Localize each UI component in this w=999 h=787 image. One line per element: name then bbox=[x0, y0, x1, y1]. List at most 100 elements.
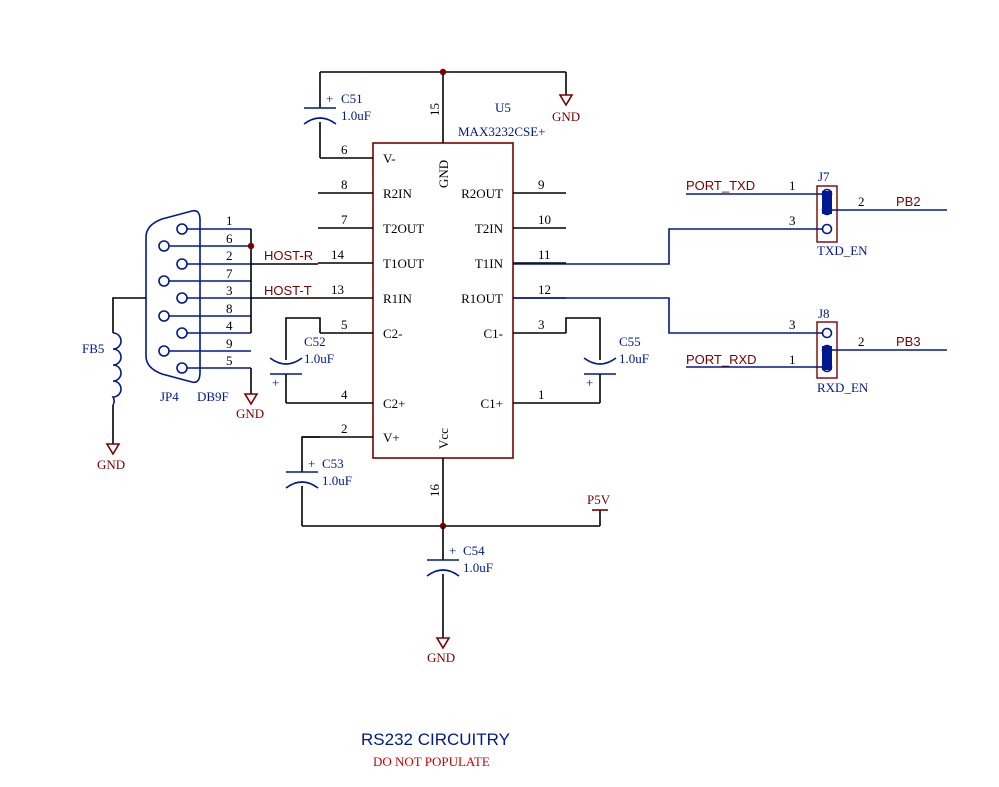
u5-pin-name: GND bbox=[436, 160, 451, 188]
u5-pin-num: 8 bbox=[341, 177, 348, 192]
j8-pin-num: 1 bbox=[789, 352, 796, 367]
gnd-label: GND bbox=[236, 406, 264, 421]
c52-plus: + bbox=[272, 375, 279, 390]
diagram-note: DO NOT POPULATE bbox=[373, 754, 490, 769]
u5-pin-num: 6 bbox=[341, 142, 348, 157]
c52-capacitor: + C52 1.0uF bbox=[269, 317, 334, 403]
fb5-ferrite: FB5 GND bbox=[82, 297, 146, 472]
p5v-label: P5V bbox=[587, 492, 611, 507]
j8-ref: J8 bbox=[818, 306, 830, 321]
u5-pin-name: R1IN bbox=[383, 291, 413, 306]
c51-capacitor: + C51 1.0uF bbox=[303, 68, 566, 158]
c53-capacitor: + C53 1.0uF bbox=[285, 436, 352, 526]
u5-pin-num: 15 bbox=[427, 103, 442, 116]
u5-pin-num: 1 bbox=[538, 387, 545, 402]
u5-ic: U5 MAX3232CSE+ 6 8 7 14 13 5 4 2 V- R2IN… bbox=[286, 72, 600, 526]
c53-ref: C53 bbox=[322, 456, 344, 471]
j7-name: TXD_EN bbox=[817, 243, 868, 258]
host-nets: HOST-R HOST-T bbox=[251, 248, 318, 299]
c54-plus: + bbox=[449, 543, 456, 558]
jp4-pin-num: 6 bbox=[226, 231, 233, 246]
j8-jumper: 3 1 2 J8 RXD_EN PORT_RXD PB3 bbox=[513, 297, 947, 395]
jp4-pin-num: 3 bbox=[226, 283, 233, 298]
c51-ref: C51 bbox=[341, 91, 363, 106]
jp4-pin-num: 7 bbox=[226, 266, 233, 281]
u5-pin-num: 5 bbox=[341, 317, 348, 332]
u5-pin-num: 4 bbox=[341, 387, 348, 402]
j7-jumper: 1 3 2 J7 TXD_EN PORT_TXD PB2 bbox=[513, 169, 947, 265]
c55-ref: C55 bbox=[619, 334, 641, 349]
c54-capacitor: + C54 1.0uF bbox=[426, 526, 493, 638]
u5-pin-num: 16 bbox=[427, 484, 442, 498]
jp4-pin-num: 4 bbox=[226, 318, 233, 333]
jp4-part: DB9F bbox=[197, 389, 229, 404]
pb3-label: PB3 bbox=[896, 334, 921, 349]
port-txd-label: PORT_TXD bbox=[686, 178, 755, 193]
c52-value: 1.0uF bbox=[304, 351, 334, 366]
u5-pin-name: C1+ bbox=[480, 396, 503, 411]
jp4-pin-num: 1 bbox=[226, 213, 233, 228]
u5-pin-name: Vcc bbox=[436, 428, 451, 449]
u5-pin-name: R1OUT bbox=[461, 291, 503, 306]
u5-pin-name: T1IN bbox=[475, 256, 504, 271]
u5-pin-num: 9 bbox=[538, 177, 545, 192]
jp4-pin-num: 8 bbox=[226, 301, 233, 316]
u5-pin-name: C2+ bbox=[383, 396, 406, 411]
u5-pin-name: C2- bbox=[383, 326, 403, 341]
jp4-pin-num: 5 bbox=[226, 353, 233, 368]
u5-pin-num: 3 bbox=[538, 317, 545, 332]
u5-pin-name: C1- bbox=[484, 326, 504, 341]
junction-dot bbox=[247, 242, 255, 250]
c54-ref: C54 bbox=[463, 543, 485, 558]
gnd-label: GND bbox=[427, 650, 455, 665]
gnd-symbol-connector: GND bbox=[236, 368, 264, 421]
j7-pin-num: 1 bbox=[789, 178, 796, 193]
u5-pin-num: 13 bbox=[331, 282, 344, 297]
host-t-label: HOST-T bbox=[264, 283, 312, 298]
j8-pin-num: 2 bbox=[858, 334, 865, 349]
u5-pin-name: T1OUT bbox=[383, 256, 424, 271]
diagram-title: RS232 CIRCUITRY bbox=[361, 730, 510, 749]
u5-pin-name: V- bbox=[383, 151, 396, 166]
c55-plus: + bbox=[586, 375, 593, 390]
jp4-pin-num: 2 bbox=[226, 248, 233, 263]
c51-value: 1.0uF bbox=[341, 108, 371, 123]
u5-pin-num: 14 bbox=[331, 247, 345, 262]
u5-pin-name: R2IN bbox=[383, 186, 413, 201]
c52-ref: C52 bbox=[304, 334, 326, 349]
u5-pin-name: T2IN bbox=[475, 221, 504, 236]
c53-plus: + bbox=[308, 456, 315, 471]
u5-pin-num: 7 bbox=[341, 212, 348, 227]
j8-name: RXD_EN bbox=[817, 380, 869, 395]
j7-body bbox=[816, 185, 838, 243]
u5-part: MAX3232CSE+ bbox=[458, 124, 546, 139]
j7-ref: J7 bbox=[818, 169, 830, 184]
gnd-label: GND bbox=[97, 457, 125, 472]
u5-pin-name: V+ bbox=[383, 430, 400, 445]
c54-value: 1.0uF bbox=[463, 560, 493, 575]
port-rxd-label: PORT_RXD bbox=[686, 352, 757, 367]
gnd-symbol-bottom: GND bbox=[427, 637, 455, 665]
j7-pin-num: 3 bbox=[789, 213, 796, 228]
gnd-label: GND bbox=[552, 109, 580, 124]
fb5-ref: FB5 bbox=[82, 341, 104, 356]
u5-pin-num: 10 bbox=[538, 212, 551, 227]
c51-plus: + bbox=[326, 91, 333, 106]
jp4-ref: JP4 bbox=[160, 389, 179, 404]
u5-pin-name: R2OUT bbox=[461, 186, 503, 201]
pb2-label: PB2 bbox=[896, 194, 921, 209]
vcc-rail: P5V bbox=[302, 492, 611, 530]
jp4-db9-connector: 1 6 2 7 3 8 4 9 5 JP4 DB9F bbox=[145, 209, 255, 404]
u5-pin-num: 12 bbox=[538, 282, 551, 297]
u5-pin-name: T2OUT bbox=[383, 221, 424, 236]
junction-dot bbox=[439, 68, 447, 76]
c53-value: 1.0uF bbox=[322, 473, 352, 488]
gnd-symbol-top: GND bbox=[552, 72, 580, 124]
j7-pin-num: 2 bbox=[858, 194, 865, 209]
jp4-pin-num: 9 bbox=[226, 336, 233, 351]
c55-capacitor: + C55 1.0uF bbox=[565, 317, 649, 403]
u5-pin-num: 2 bbox=[341, 421, 348, 436]
u5-ref: U5 bbox=[495, 100, 511, 115]
j8-shunt bbox=[822, 346, 832, 370]
